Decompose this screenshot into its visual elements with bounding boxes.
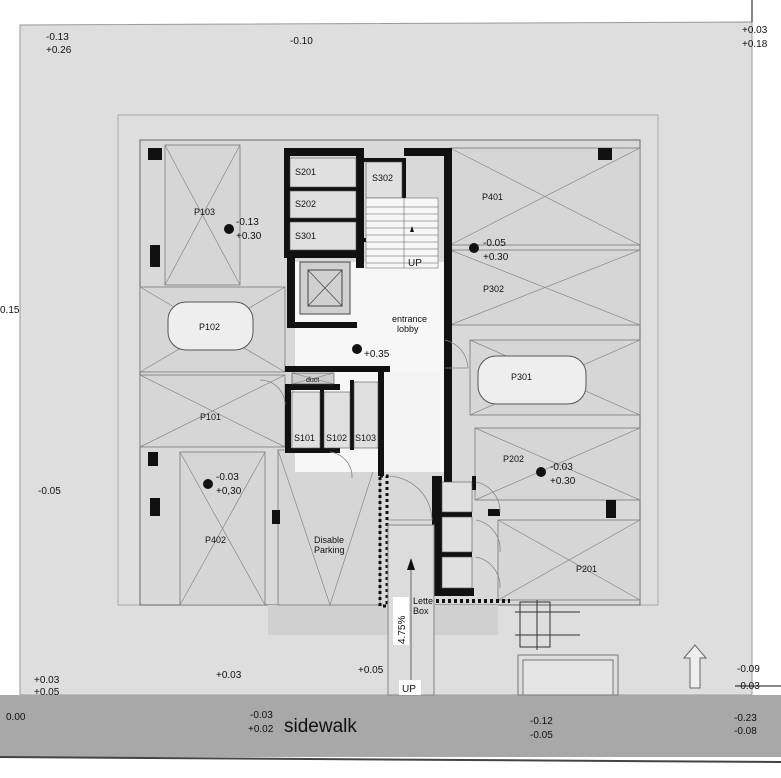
parking-labels: P103 P102 P101 P402 P401 P302 P301 P202 … (194, 192, 597, 574)
parking-label-p101: P101 (200, 412, 221, 422)
parking-p102 (139, 286, 286, 373)
svg-text:+0.30: +0.30 (483, 252, 509, 263)
svg-text:+0.30: +0.30 (236, 231, 262, 242)
svg-text:-0.03: -0.03 (216, 472, 239, 483)
level-marker-icons (203, 224, 546, 489)
parking-label-p402: P402 (205, 535, 226, 545)
svg-text:+0.30: +0.30 (550, 476, 576, 487)
letter-box-label-2: Box (413, 606, 429, 616)
level-labels: -0.13 +0.26 -0.10 +0.03 +0.18 0.15 -0.05… (0, 25, 768, 741)
stair-up-label: UP (408, 258, 422, 269)
parking-p302 (449, 249, 641, 326)
duct: duct (291, 372, 335, 385)
parking-p202 (474, 427, 641, 501)
staircase (365, 197, 439, 269)
storage-rooms (289, 157, 473, 589)
svg-text:+0.26: +0.26 (46, 45, 72, 56)
lobby-label-2: lobby (397, 324, 419, 334)
parking-label-p103: P103 (194, 207, 215, 217)
parking-p301 (469, 339, 641, 416)
svg-text:+0.05: +0.05 (358, 665, 384, 676)
ramp: 4.75% UP (387, 524, 435, 696)
svg-text:+0.35: +0.35 (364, 349, 390, 360)
svg-text:-0.03: -0.03 (550, 462, 573, 473)
room-s201: S201 (295, 167, 316, 177)
svg-text:+0.05: +0.05 (34, 687, 60, 698)
duct-label: duct (306, 377, 319, 384)
room-s301: S301 (295, 231, 316, 241)
svg-text:+0.02: +0.02 (248, 724, 274, 735)
parking-label-p202: P202 (503, 454, 524, 464)
svg-text:+0.03: +0.03 (216, 670, 242, 681)
room-s302: S302 (372, 173, 393, 183)
parking-p402 (179, 451, 266, 606)
entrance-apron (268, 605, 498, 635)
dotted-wall (378, 474, 510, 608)
elevator (299, 261, 351, 315)
ramp-slope-label: 4.75% (397, 616, 408, 644)
parking-label-p401: P401 (482, 192, 503, 202)
disable-parking-label-2: Parking (314, 545, 345, 555)
svg-text:-0.03: -0.03 (737, 681, 760, 692)
svg-text:0.15: 0.15 (0, 305, 20, 316)
svg-text:-0.10: -0.10 (290, 36, 313, 47)
parking-p401 (449, 147, 641, 246)
svg-text:+0.03: +0.03 (742, 25, 768, 36)
svg-text:-0.03: -0.03 (250, 710, 273, 721)
room-s202: S202 (295, 199, 316, 209)
room-s103: S103 (355, 433, 376, 443)
svg-text:-0.09: -0.09 (737, 664, 760, 675)
svg-text:+0.03: +0.03 (34, 675, 60, 686)
sidewalk (0, 695, 781, 757)
svg-text:+0.18: +0.18 (742, 39, 768, 50)
disable-parking-label: Disable (314, 535, 344, 545)
columns (148, 148, 616, 524)
parking-p201 (497, 519, 641, 601)
bike-rack-icon (515, 600, 580, 650)
room-s101: S101 (294, 433, 315, 443)
parking-label-p201: P201 (576, 564, 597, 574)
parking-p101 (139, 374, 286, 448)
sidewalk-edge (0, 756, 781, 763)
stair-arrow-icon (410, 226, 414, 232)
car-icon (167, 301, 254, 351)
svg-text:+0,30: +0,30 (216, 486, 242, 497)
svg-text:0.00: 0.00 (6, 712, 26, 723)
svg-text:-0.05: -0.05 (530, 730, 553, 741)
sidewalk-label: sidewalk (284, 716, 357, 737)
svg-text:-0.05: -0.05 (38, 486, 61, 497)
storage-labels: S201 S202 S301 S302 S101 S102 S103 (294, 167, 393, 443)
parking-label-p302: P302 (483, 284, 504, 294)
svg-text:-0.13: -0.13 (46, 32, 69, 43)
letter-box-label: Lette (413, 596, 433, 606)
ramp-up-label: UP (402, 684, 416, 695)
parking-label-p301: P301 (511, 372, 532, 382)
door-swings (259, 339, 501, 589)
svg-text:-0.08: -0.08 (734, 726, 757, 737)
svg-text:-0.13: -0.13 (236, 217, 259, 228)
svg-text:-0.23: -0.23 (734, 713, 757, 724)
svg-text:-0.12: -0.12 (530, 716, 553, 727)
arrow-up-icon (682, 644, 708, 689)
room-s102: S102 (326, 433, 347, 443)
parking-disable (277, 449, 381, 607)
parking-label-p102: P102 (199, 322, 220, 332)
svg-text:-0.05: -0.05 (483, 238, 506, 249)
ramp-arrow-icon (407, 558, 415, 570)
parking-p103 (164, 144, 241, 286)
car-icon (477, 355, 587, 405)
lobby-label: entrance (392, 314, 427, 324)
